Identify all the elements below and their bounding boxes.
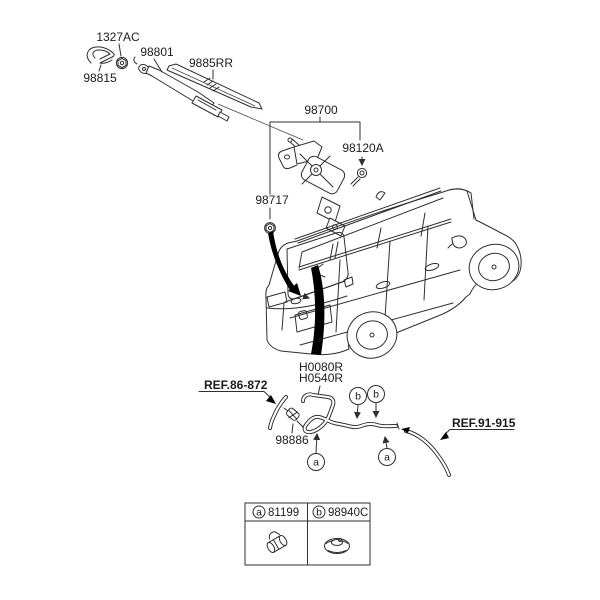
ref-label-91-915: REF.91-915: [452, 416, 516, 430]
part-label-1327ac: 1327AC: [96, 30, 140, 44]
ref-tube-drawing: [401, 427, 451, 477]
legend-part-81199: 81199: [268, 507, 299, 519]
hose-connector-drawing: [283, 407, 304, 428]
vehicle-drawing: [265, 187, 522, 359]
part-label-98700: 98700: [304, 103, 338, 117]
svg-text:a: a: [313, 457, 319, 469]
leader-98815: [98, 64, 102, 72]
svg-text:b: b: [373, 389, 379, 401]
arrowhead-ref-86-872: [266, 395, 276, 404]
legend-key-a: a 81199: [252, 505, 299, 519]
leader-98886: [291, 423, 294, 434]
part-label-98886: 98886: [275, 433, 309, 447]
body-washer-tube-drawing: [268, 395, 288, 430]
leader-1327ac: [118, 43, 122, 57]
ref-label-86-872: REF.86-872: [204, 378, 268, 392]
washer-hose-drawing: [301, 392, 400, 435]
pivot-nut-drawing: [115, 56, 129, 70]
leader-hose-labels: [317, 385, 321, 396]
arrowhead-ref-91-915: [440, 432, 449, 440]
callout-b-2: b: [367, 385, 385, 419]
legend-key-b: b 98940C: [312, 505, 368, 519]
hose-routing-arrows: [268, 231, 325, 355]
callout-a-1: a: [307, 432, 325, 471]
leader-ref-86-872: [198, 391, 272, 399]
legend-part-98940c: 98940C: [328, 507, 368, 519]
hose-label-h0080r: H0080R: [299, 360, 343, 374]
wiper-arm-drawing: [133, 56, 230, 122]
svg-text:b: b: [316, 507, 322, 519]
part-label-98717: 98717: [255, 193, 289, 207]
rear-wiper-cap-drawing: [86, 46, 115, 64]
mounting-bolt-drawing: [350, 167, 368, 187]
svg-text:b: b: [355, 391, 361, 403]
motor-nut-drawing: [264, 222, 276, 234]
part-label-9885rr: 9885RR: [189, 56, 233, 70]
wiper-blade-drawing: [166, 63, 263, 110]
hose-label-h0540r: H0540R: [299, 371, 343, 385]
leader-ref-91-915: [443, 429, 515, 436]
legend-table: a 81199 b 98940C: [244, 502, 371, 566]
grommet-icon: [324, 537, 350, 554]
svg-text:a: a: [384, 452, 390, 464]
hose-clip-icon: [266, 531, 288, 553]
part-label-98801: 98801: [140, 45, 174, 59]
leader-98801: [153, 58, 163, 73]
part-label-98815: 98815: [83, 71, 117, 85]
callout-a-2: a: [378, 435, 396, 466]
rear-wiper-motor-drawing: [277, 137, 346, 237]
part-label-98120a: 98120A: [342, 141, 383, 155]
svg-text:a: a: [256, 507, 262, 519]
bracket-98700: [269, 121, 361, 195]
callout-b-1: b: [349, 387, 367, 420]
assembly-axis-line: [217, 103, 304, 141]
